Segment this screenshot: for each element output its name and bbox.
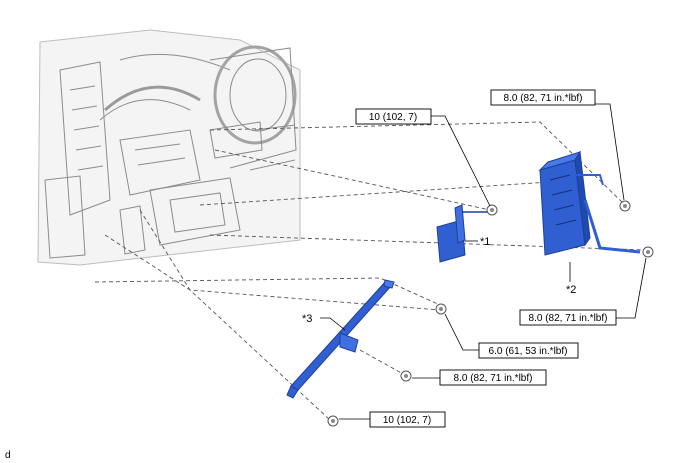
torque-callout-ecu-top: 8.0 (82, 71 in.*lbf)	[490, 89, 596, 106]
part-mark-3: *3	[302, 313, 312, 325]
torque-label-small-bolt: 10 (102, 7)	[369, 112, 417, 123]
callout-leaders	[320, 103, 647, 420]
dashboard-sketch	[37, 29, 301, 266]
small-bolt	[486, 204, 498, 216]
brace-nut	[435, 303, 447, 315]
torque-label-ecu-top: 8.0 (82, 71 in.*lbf)	[504, 93, 583, 104]
torque-label-brace-bolt-low: 10 (102, 7)	[383, 415, 431, 426]
ecu-nut-top	[619, 200, 631, 212]
part-mark-2: *2	[566, 284, 576, 296]
guide-line-brace-mid	[139, 209, 441, 311]
brace-part-3	[286, 279, 395, 399]
guide-line-bracket	[214, 149, 491, 211]
brace-bolt-low	[327, 415, 339, 427]
torque-label-brace-nut: 6.0 (61, 53 in.*lbf)	[489, 346, 568, 357]
ecu-part-2	[538, 150, 641, 256]
dashed-guide-lines	[94, 121, 646, 421]
guide-line-brace-bolt	[359, 349, 406, 376]
guide-line-ecu-upper	[199, 179, 581, 206]
torque-callout-brace-nut: 6.0 (61, 53 in.*lbf)	[478, 342, 579, 359]
torque-callout-brace-bolt-mid: 8.0 (82, 71 in.*lbf)	[439, 369, 547, 386]
torque-label-ecu-bottom: 8.0 (82, 71 in.*lbf)	[529, 313, 608, 324]
torque-callout-ecu-bottom: 8.0 (82, 71 in.*lbf)	[519, 309, 617, 326]
part-mark-1: *1	[480, 236, 490, 248]
corner-code: d	[5, 450, 11, 461]
guide-line-ecu-top	[209, 121, 626, 206]
guide-line-ecu-lower	[209, 234, 646, 251]
ecu-nut-bottom	[642, 246, 654, 258]
torque-callout-brace-bolt-low: 10 (102, 7)	[369, 411, 446, 428]
torque-label-brace-bolt-mid: 8.0 (82, 71 in.*lbf)	[454, 373, 533, 384]
torque-callout-small-bolt: 10 (102, 7)	[355, 108, 432, 125]
bracket-part-1	[436, 204, 490, 263]
brace-bolt-mid	[400, 370, 412, 382]
